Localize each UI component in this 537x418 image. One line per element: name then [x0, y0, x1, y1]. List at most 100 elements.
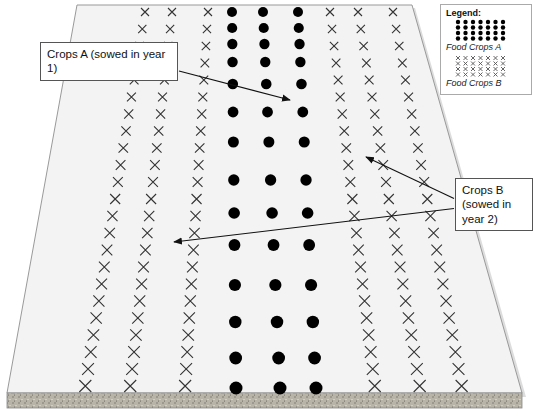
crop-b-cross	[392, 245, 403, 256]
crop-b-cross	[336, 93, 345, 102]
leader-arrow	[174, 209, 454, 242]
crop-b-cross	[96, 279, 107, 290]
crop-b-cross	[158, 93, 167, 102]
crop-b-cross	[121, 126, 130, 135]
crop-b-cross	[198, 93, 207, 102]
crop-b-cross	[150, 160, 160, 170]
crop-b-cross	[357, 279, 368, 290]
legend-text: Food Crops A	[446, 42, 526, 52]
crop-b-cross	[416, 160, 426, 170]
crop-b-cross	[354, 8, 362, 16]
crop-a-dot	[263, 136, 274, 147]
crop-b-cross	[203, 25, 211, 33]
crop-a-dot	[269, 279, 281, 291]
crop-b-cross	[99, 262, 110, 273]
crop-b-cross	[105, 228, 115, 238]
crop-b-cross	[351, 228, 361, 238]
crop-b-cross	[428, 228, 438, 238]
crop-b-cross	[179, 380, 191, 392]
crop-b-cross	[82, 363, 94, 375]
crop-b-cross	[413, 143, 422, 152]
crop-b-cross	[152, 143, 161, 152]
legend-text: Food Crops B	[446, 78, 526, 88]
crop-b-cross	[381, 177, 391, 187]
crop-b-cross	[401, 76, 410, 85]
crop-b-cross	[403, 312, 414, 323]
crop-b-cross	[347, 194, 357, 204]
legend-title: Legend:	[446, 8, 526, 18]
crop-b-cross	[434, 262, 445, 273]
crop-b-cross	[334, 76, 343, 85]
crop-b-cross	[400, 295, 411, 306]
crop-b-cross	[141, 8, 149, 16]
crop-b-cross	[408, 346, 420, 358]
crop-b-cross	[404, 93, 413, 102]
crop-b-cross	[124, 380, 136, 392]
crop-b-cross	[330, 42, 338, 50]
crop-a-dot	[230, 382, 243, 395]
crop-a-dot	[268, 239, 280, 251]
crop-a-dot	[299, 136, 310, 147]
callout-text: Crops A (sowed in year 1)	[47, 47, 171, 76]
crop-b-cross	[107, 211, 117, 221]
crop-b-cross	[119, 143, 128, 152]
crop-b-cross	[196, 126, 205, 135]
crop-a-dot	[227, 39, 237, 49]
crop-b-cross	[389, 8, 397, 16]
crop-b-cross	[357, 25, 365, 33]
legend-box: Legend: Food Crops A Food Crops B	[440, 4, 532, 95]
crop-a-dot	[228, 136, 239, 147]
crop-b-cross	[345, 177, 355, 187]
crop-b-cross	[355, 262, 366, 273]
crop-a-dot	[310, 382, 323, 395]
crop-a-dot	[227, 57, 237, 67]
crop-b-cross	[88, 329, 99, 340]
crop-b-cross	[144, 211, 154, 221]
crop-b-cross	[184, 312, 195, 323]
crop-b-cross	[395, 262, 406, 273]
crop-b-cross	[181, 346, 193, 358]
crop-a-dot	[274, 382, 287, 395]
crop-b-cross	[202, 42, 210, 50]
leader-arrow	[366, 157, 454, 199]
crop-b-cross	[187, 262, 198, 273]
crop-a-dot	[228, 174, 239, 185]
crop-a-dot	[260, 57, 270, 67]
crop-b-cross	[367, 363, 379, 375]
crop-b-cross	[183, 329, 194, 340]
crop-b-cross	[365, 76, 374, 85]
legend-cross-sample	[452, 54, 512, 78]
crop-b-cross	[168, 8, 176, 16]
crop-b-cross	[359, 42, 367, 50]
crop-b-cross	[437, 279, 448, 290]
crop-b-cross	[406, 329, 417, 340]
callout-box: Crops A (sowed in year 1)	[40, 42, 178, 81]
crop-b-cross	[130, 329, 141, 340]
crop-b-cross	[450, 346, 462, 358]
crop-b-cross	[440, 295, 451, 306]
crop-a-dot	[271, 316, 283, 328]
crop-b-cross	[180, 363, 192, 375]
crop-a-dot	[308, 352, 321, 365]
crop-b-cross	[419, 177, 429, 187]
crop-b-cross	[373, 126, 382, 135]
crop-b-cross	[376, 143, 385, 152]
crop-b-cross	[369, 380, 381, 392]
crop-a-dot	[229, 239, 241, 251]
crop-b-cross	[353, 245, 364, 256]
crop-b-cross	[126, 363, 138, 375]
crop-a-dot	[265, 174, 276, 185]
crop-b-cross	[338, 109, 347, 118]
callout-text: Crops B (sowed in year 2)	[462, 183, 526, 226]
crop-a-dot	[229, 316, 241, 328]
crop-b-cross	[363, 329, 374, 340]
crop-a-dot	[307, 316, 319, 328]
crop-b-cross	[91, 312, 102, 323]
crop-b-cross	[365, 346, 377, 358]
crop-b-cross	[384, 194, 394, 204]
crop-b-cross	[195, 143, 204, 152]
crop-b-cross	[398, 59, 407, 68]
crop-a-dot	[296, 79, 307, 90]
crop-a-dot	[229, 279, 241, 291]
crop-b-cross	[395, 42, 403, 50]
